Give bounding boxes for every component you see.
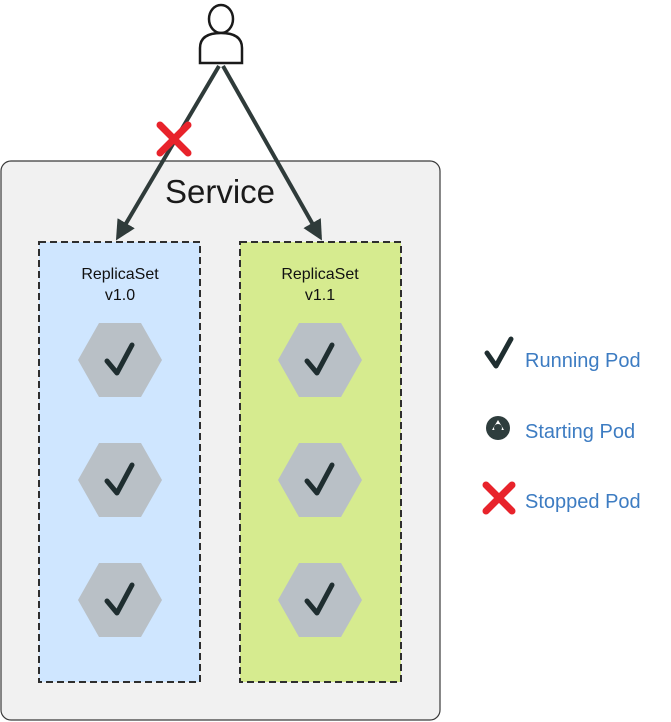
check-icon bbox=[104, 582, 135, 616]
cross-icon bbox=[482, 481, 516, 515]
pod-hexagon bbox=[78, 563, 162, 637]
legend-label: Running Pod bbox=[525, 350, 641, 372]
check-icon bbox=[304, 582, 335, 616]
pod-running bbox=[78, 323, 162, 397]
pod-hexagon bbox=[78, 323, 162, 397]
pod-running bbox=[278, 323, 362, 397]
user-icon bbox=[198, 3, 244, 65]
recycle-icon bbox=[486, 416, 510, 440]
check-icon bbox=[304, 462, 335, 496]
pod-hexagon bbox=[278, 323, 362, 397]
check-icon bbox=[104, 342, 135, 376]
replicaset-version: v1.0 bbox=[105, 287, 135, 304]
pod-running bbox=[278, 443, 362, 517]
legend-item-starting: Starting Pod bbox=[486, 416, 635, 443]
legend-item-running: Running Pod bbox=[484, 336, 641, 372]
legend-label: Stopped Pod bbox=[525, 491, 641, 513]
replicaset-version: v1.1 bbox=[305, 287, 335, 304]
pod-running bbox=[78, 443, 162, 517]
legend-item-stopped: Stopped Pod bbox=[482, 481, 641, 515]
check-icon bbox=[484, 336, 514, 369]
cross-icon bbox=[156, 121, 192, 157]
pod-hexagon bbox=[278, 563, 362, 637]
service-title: Service bbox=[165, 173, 275, 210]
arrow-to-replicaset-v1-0 bbox=[115, 64, 221, 241]
arrow-to-replicaset-v1-1 bbox=[221, 65, 322, 241]
check-icon bbox=[104, 462, 135, 496]
pod-running bbox=[78, 563, 162, 637]
check-icon bbox=[304, 342, 335, 376]
pod-hexagon bbox=[278, 443, 362, 517]
pod-hexagon bbox=[78, 443, 162, 517]
replicaset-name: ReplicaSet bbox=[81, 266, 159, 283]
legend-label: Starting Pod bbox=[525, 421, 635, 443]
legend: Running Pod Starting Pod Stopped Pod bbox=[482, 336, 641, 515]
replicaset-name: ReplicaSet bbox=[281, 266, 359, 283]
pod-running bbox=[278, 563, 362, 637]
